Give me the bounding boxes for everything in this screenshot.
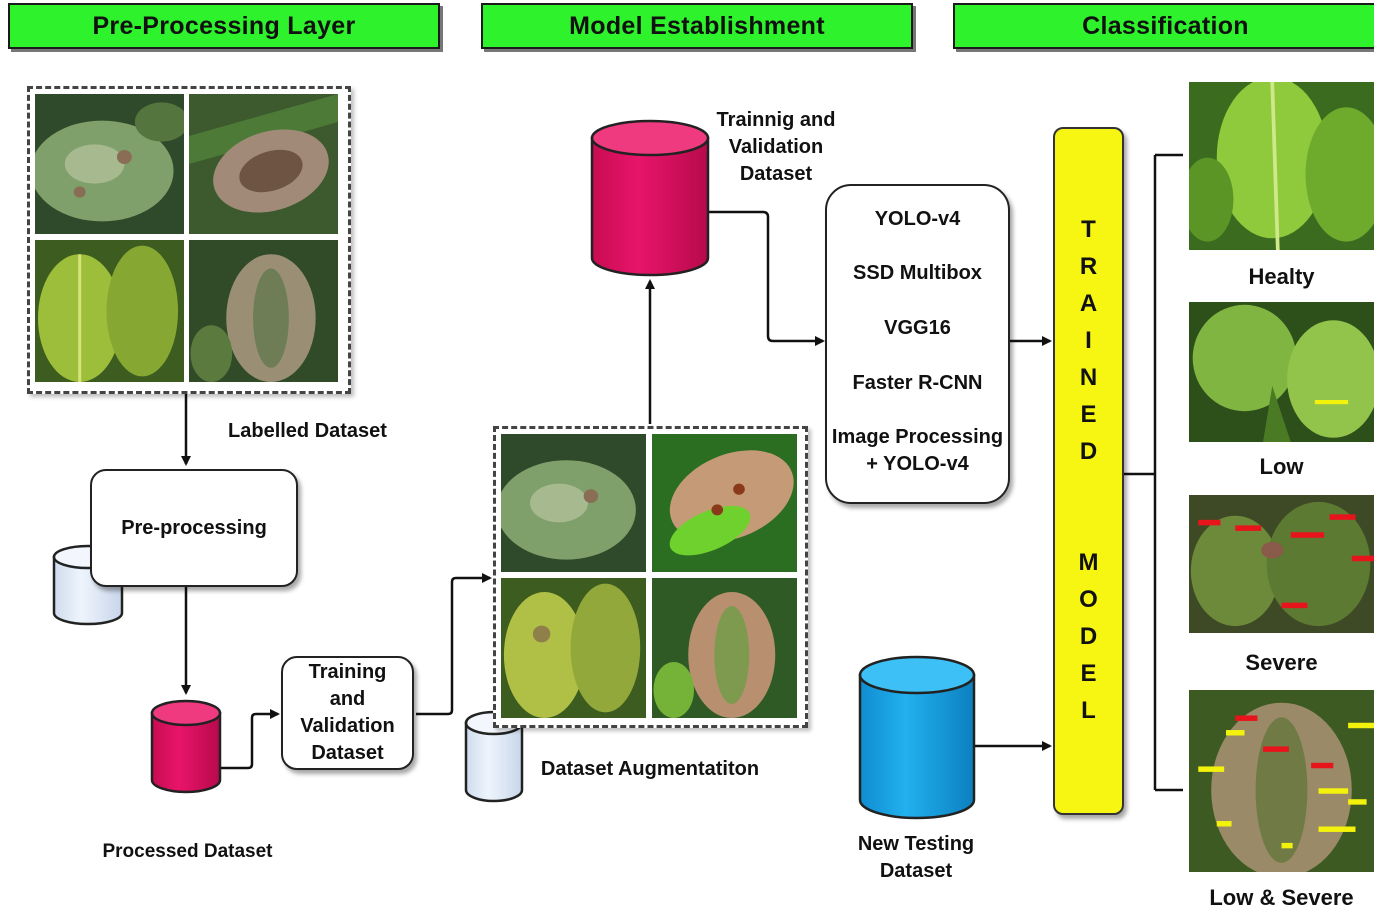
processed-dataset-label: Processed Dataset [102, 841, 273, 862]
class-image-healty [1189, 82, 1374, 250]
leaf-photo [652, 578, 797, 718]
leaf-photo [189, 240, 338, 382]
class-image-low-severe [1189, 690, 1374, 872]
class-image-low [1189, 302, 1374, 442]
new-testing-label: New Testing Dataset [857, 833, 975, 882]
arrow-training-to-augmentation [416, 573, 492, 716]
trained-letter: R [1079, 253, 1098, 280]
model-faster-rcnn: Faster R-CNN [852, 371, 983, 394]
trained-letter: T [1081, 216, 1096, 243]
labelled-dataset-label: Labelled Dataset [228, 420, 387, 442]
augmentation-grid [493, 426, 808, 728]
header-model-establishment: Model Establishment [481, 3, 913, 49]
class-label-low-severe: Low & Severe [1209, 885, 1354, 910]
preprocessing-box: Pre-processing [90, 469, 298, 587]
models-box: YOLO-v4 SSD Multibox VGG16 Faster R-CNN … [825, 184, 1010, 504]
leaf-photo [501, 578, 646, 718]
trained-letter: E [1080, 401, 1097, 428]
training-validation-database-icon [590, 119, 710, 277]
leaf-photo [189, 94, 338, 234]
class-label-severe: Severe [1245, 650, 1318, 675]
model-vgg16: VGG16 [884, 316, 951, 339]
model-word: M O D E L [1079, 544, 1099, 729]
model-image-processing-yolov4: Image Processing + YOLO-v4 [831, 426, 1004, 476]
model-letter: M [1078, 549, 1099, 576]
training-validation-box: Training and Validation Dataset [281, 656, 414, 770]
processed-database-icon [150, 699, 222, 794]
leaf-photo [35, 94, 184, 234]
model-letter: E [1080, 660, 1097, 687]
leaf-photo [652, 434, 797, 572]
trained-letter: D [1079, 438, 1098, 465]
arrow-db-to-models [709, 210, 825, 346]
trained-letter: I [1085, 327, 1092, 354]
trained-letter: N [1079, 364, 1098, 391]
preprocessing-label: Pre-processing [121, 516, 267, 539]
trained-model-bar: T R A I N E D M O D E L [1053, 127, 1124, 815]
leaf-photo [501, 434, 646, 572]
labelled-dataset-grid [27, 86, 351, 394]
class-label-healty: Healty [1248, 264, 1315, 289]
header-preprocessing-layer: Pre-Processing Layer [8, 3, 440, 49]
class-image-severe [1189, 495, 1374, 633]
model-letter: D [1079, 623, 1098, 650]
leaf-photo [35, 240, 184, 382]
arrow-processed-to-training [219, 709, 280, 770]
model-yolov4: YOLO-v4 [874, 207, 961, 230]
model-letter: L [1081, 697, 1096, 724]
class-bracket [1122, 153, 1183, 792]
header-classification: Classification [953, 3, 1374, 49]
trained-word: T R A I N E D [1080, 211, 1097, 470]
model-ssd-multibox: SSD Multibox [853, 262, 982, 285]
model-letter: O [1079, 586, 1098, 613]
trainnig-validation-label: Trainnig and Validation Dataset [716, 109, 836, 185]
new-testing-database-icon [858, 655, 976, 820]
trained-letter: A [1079, 290, 1098, 317]
dataset-augmentation-label: Dataset Augmentatiton [540, 758, 760, 780]
class-label-low: Low [1259, 454, 1304, 479]
training-validation-label: Training and Validation Dataset [300, 661, 395, 764]
